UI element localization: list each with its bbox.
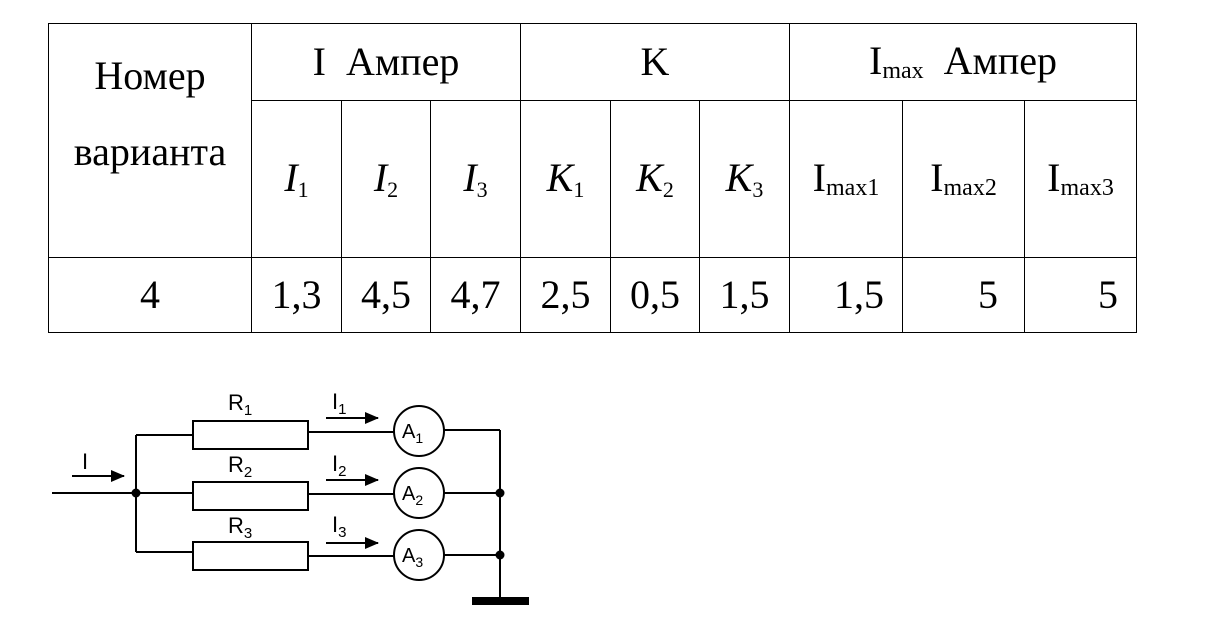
k-group-label: K xyxy=(640,39,670,84)
current-3-label: I3 xyxy=(332,512,346,541)
subheader-k1: K1 xyxy=(520,100,611,258)
resistor-r3 xyxy=(192,541,309,571)
resistor-r2-label: R2 xyxy=(228,452,252,481)
imax-group-unit: Ампер xyxy=(943,38,1057,83)
variant-header-line2: варианта xyxy=(73,129,227,174)
imax-group-header: Imax Ампер xyxy=(789,23,1137,101)
current-2-label: I2 xyxy=(332,451,346,480)
parallel-circuit-diagram: I R1 I1 A1 R2 I2 A2 R3 I3 A3 xyxy=(52,389,529,605)
junction-dot-left xyxy=(131,488,141,498)
current-group-header: I Ампер xyxy=(251,23,521,101)
value-i3: 4,7 xyxy=(430,257,521,333)
current-1-label: I1 xyxy=(332,389,346,418)
subheader-i3: I3 xyxy=(430,100,521,258)
resistor-r3-label: R3 xyxy=(228,513,252,542)
subheader-imax1: Imax1 xyxy=(789,100,903,258)
resistor-r1-label: R1 xyxy=(228,390,252,419)
imax-group-main: I xyxy=(868,38,883,83)
subheader-i2: I2 xyxy=(341,100,431,258)
ammeter-a1-label: A1 xyxy=(402,421,423,446)
value-variant: 4 xyxy=(48,257,252,333)
input-current-label: I xyxy=(82,449,88,474)
junction-dot-right-3 xyxy=(495,550,505,560)
ammeter-a2-label: A2 xyxy=(402,483,423,508)
variant-data-table: Номер варианта I Ампер K Imax Ампер I1 I… xyxy=(48,23,1137,333)
value-k3: 1,5 xyxy=(699,257,790,333)
value-imax3: 5 xyxy=(1024,257,1137,333)
value-i2: 4,5 xyxy=(341,257,431,333)
resistor-r1 xyxy=(192,420,309,450)
imax-group-sub: max xyxy=(882,58,924,84)
table-subheader-row: I1 I2 I3 K1 K2 K3 Imax1 Imax2 Imax3 xyxy=(49,100,1137,258)
table-row: 4 1,3 4,5 4,7 2,5 0,5 1,5 1,5 5 5 xyxy=(48,257,1137,333)
subheader-imax3: Imax3 xyxy=(1024,100,1137,258)
value-k2: 0,5 xyxy=(610,257,700,333)
subheader-imax2: Imax2 xyxy=(902,100,1025,258)
ground-icon xyxy=(472,597,529,605)
table-header-row: Номер варианта I Ампер K Imax Ампер xyxy=(48,23,1137,258)
variant-number-header: Номер варианта xyxy=(48,23,252,258)
junction-dot-right-2 xyxy=(495,488,505,498)
value-imax2: 5 xyxy=(902,257,1025,333)
subheader-i1: I1 xyxy=(251,100,342,258)
ammeter-a3-label: A3 xyxy=(402,545,423,570)
value-i1: 1,3 xyxy=(251,257,342,333)
current-group-label: I Ампер xyxy=(312,39,460,84)
resistor-r2 xyxy=(192,481,309,511)
variant-header-line1: Номер xyxy=(94,53,206,98)
subheader-k3: K3 xyxy=(699,100,790,258)
value-k1: 2,5 xyxy=(520,257,611,333)
value-imax1: 1,5 xyxy=(789,257,903,333)
k-group-header: K xyxy=(520,23,790,101)
subheader-k2: K2 xyxy=(610,100,700,258)
